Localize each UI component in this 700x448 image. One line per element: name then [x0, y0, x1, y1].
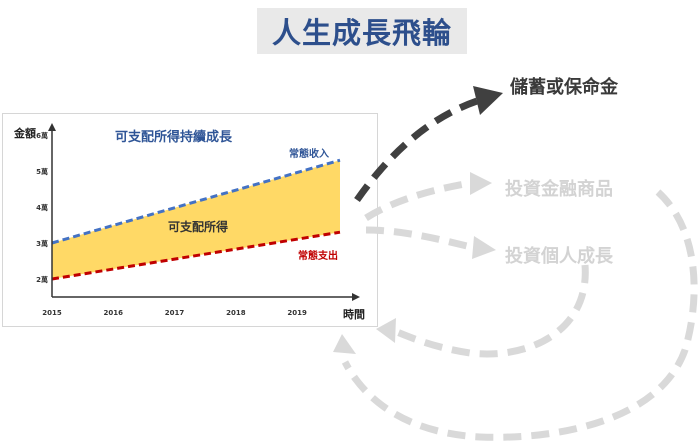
arrow-to-self-growth — [365, 226, 476, 252]
option-invest-self-growth: 投資個人成長 — [505, 246, 613, 267]
x-tick-labels: 2015 2016 2017 2018 2019 — [42, 309, 307, 317]
y-tick-label: 2萬 — [36, 275, 48, 284]
y-tick-label: 3萬 — [36, 239, 48, 248]
y-tick-labels: 2萬 3萬 4萬 5萬 6萬 — [36, 131, 48, 284]
arrowhead-finance — [470, 172, 492, 195]
x-tick-label: 2017 — [165, 309, 185, 317]
page-title-box: 人生成長飛輪 — [257, 8, 467, 54]
y-tick-label: 5萬 — [36, 167, 48, 176]
arrow-to-savings — [354, 96, 482, 203]
reinvest-loop-arrowheads — [333, 172, 496, 354]
arrow-to-finance — [364, 179, 471, 221]
option-invest-finance: 投資金融商品 — [505, 179, 613, 200]
arrowhead-inner-return — [376, 318, 396, 343]
option-savings: 儲蓄或保命金 — [510, 77, 618, 98]
x-axis-arrowhead — [352, 293, 360, 301]
arrowhead-savings — [473, 86, 503, 115]
chart: 2萬 3萬 4萬 5萬 6萬 2015 2016 2017 2018 2019 金額 時間 可支… — [13, 123, 365, 321]
savings-arrow — [354, 86, 503, 203]
x-axis-label: 時間 — [343, 307, 365, 321]
reinvest-loop-arrows — [341, 179, 698, 441]
chart-title: 可支配所得持續成長 — [115, 129, 233, 145]
income-series-line — [51, 158, 341, 245]
arrowhead-self-growth — [472, 236, 496, 259]
income-series-label: 常態收入 — [289, 147, 329, 160]
arrowhead-outer-return — [333, 334, 356, 354]
y-axis-arrowhead — [48, 123, 56, 131]
y-axis-label: 金額 — [13, 126, 36, 140]
page-title: 人生成長飛輪 — [271, 16, 452, 50]
y-tick-label: 4萬 — [36, 203, 48, 212]
expense-series-line — [51, 230, 341, 281]
x-tick-label: 2015 — [42, 309, 62, 317]
expense-series-label: 常態支出 — [298, 249, 338, 262]
disposable-income-label: 可支配所得 — [168, 219, 228, 234]
x-tick-label: 2016 — [104, 309, 124, 317]
loop-inner-return — [390, 264, 589, 358]
x-tick-label: 2018 — [226, 309, 246, 317]
y-tick-label: 6萬 — [36, 131, 48, 140]
x-tick-label: 2019 — [287, 309, 307, 317]
disposable-income-area — [52, 160, 340, 279]
loop-outer-return — [341, 189, 698, 441]
